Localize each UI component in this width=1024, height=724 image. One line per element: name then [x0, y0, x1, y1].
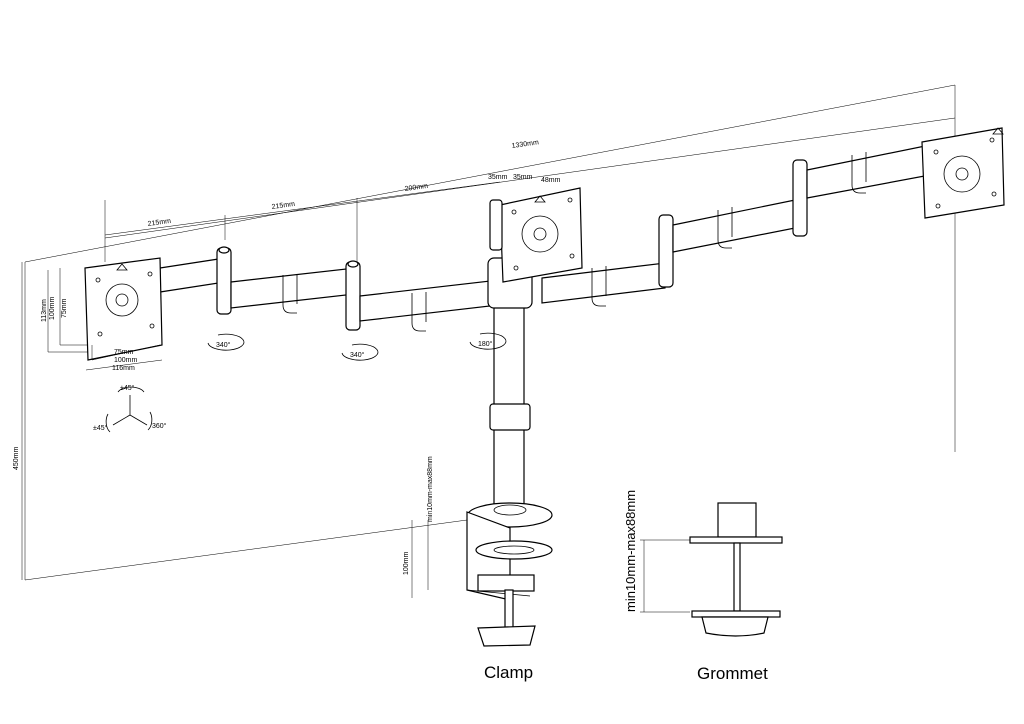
vesa-h2-label: 100mm — [114, 357, 138, 364]
right-arm — [541, 144, 931, 307]
head-a-label: 35mm — [488, 174, 508, 181]
vesa-h3-label: 116mm — [112, 365, 135, 372]
tilt-rotation-symbol: ±45° ±45° 360° — [93, 384, 167, 433]
tilt-up-label: ±45° — [120, 384, 135, 392]
vesa-v1-label: 113mm — [41, 299, 48, 322]
right-vesa-plate — [921, 127, 1005, 219]
svg-text:180°: 180° — [478, 340, 493, 348]
rotation-marker-2: 340° — [341, 343, 379, 361]
pole — [467, 257, 553, 528]
head-b-label: 35mm — [513, 174, 533, 181]
left-vesa-plate — [47, 257, 163, 371]
rotate-label: 360° — [152, 422, 167, 430]
clamp-caption: Clamp — [484, 663, 533, 682]
vesa-v2-label: 100mm — [49, 296, 56, 320]
rotation-marker-1: 340° — [207, 333, 245, 351]
arm3-label: 200mm — [404, 183, 428, 193]
center-vesa-plate — [489, 187, 583, 283]
vesa-h1-label: 75mm — [114, 349, 134, 356]
grommet-range-label: min10mm-max88mm — [623, 490, 638, 612]
wall-outline-top — [24, 84, 956, 452]
clamp — [466, 511, 553, 647]
grommet-caption: Grommet — [697, 664, 768, 683]
grommet-detail — [640, 502, 783, 637]
left-arm — [159, 246, 491, 332]
clamp-height-label: 100mm — [403, 551, 410, 575]
arm1-label: 215mm — [147, 218, 171, 228]
clamp-range-label: min10mm-max88mm — [427, 456, 434, 522]
pole-height-label: 450mm — [13, 446, 20, 470]
total-width-dim-line — [104, 117, 956, 239]
rotation-marker-3: 180° — [469, 332, 507, 350]
arm2-label: 215mm — [271, 201, 295, 211]
tilt-side-label: ±45° — [93, 424, 108, 432]
head-c-label: 48mm — [541, 177, 561, 184]
arm-dim-line — [104, 181, 501, 236]
wall-outline-left — [24, 262, 468, 581]
vesa-v3-label: 75mm — [61, 298, 68, 318]
svg-text:340°: 340° — [216, 341, 231, 349]
total-width-label: 1330mm — [511, 139, 539, 150]
svg-text:340°: 340° — [350, 351, 365, 359]
